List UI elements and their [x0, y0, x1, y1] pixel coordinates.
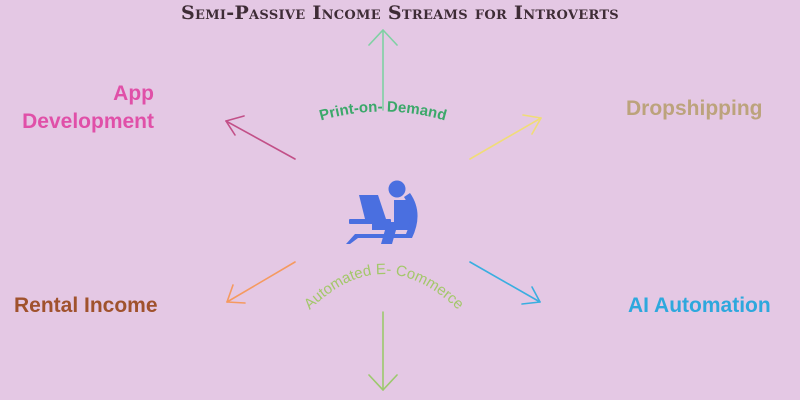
arrow-rental-income	[226, 261, 296, 304]
diagram-title: Semi-Passive Income Streams for Introver…	[180, 2, 620, 24]
arrow-up	[368, 29, 398, 111]
app-development-line-2: Development	[22, 110, 154, 133]
dropshipping-label: Dropshipping	[626, 97, 763, 120]
arrow-dropshipping	[469, 114, 542, 160]
app-development-label: App Development	[18, 80, 154, 136]
ai-automation-label: AI Automation	[628, 294, 771, 317]
person-at-laptop-icon	[346, 180, 418, 244]
rental-income-label: Rental Income	[14, 294, 158, 317]
automated-ecommerce-label: Automated E- Commerce	[301, 261, 467, 313]
print-on-demand-label: Print-on- Demand	[318, 98, 449, 124]
arrow-app-development	[225, 115, 296, 160]
arrow-down	[368, 311, 398, 391]
app-development-line-1: App	[113, 82, 154, 105]
arrow-ai-automation	[469, 261, 541, 305]
